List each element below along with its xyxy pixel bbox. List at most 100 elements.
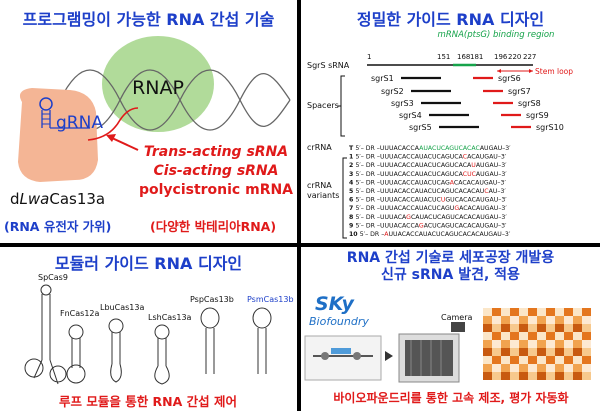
heatmap-cell bbox=[537, 340, 546, 348]
binding-region-label: mRNA(ptsG) binding region bbox=[438, 30, 555, 40]
heatmap-cell bbox=[582, 340, 591, 348]
heatmap-cell bbox=[510, 348, 519, 356]
heatmap-cell bbox=[564, 348, 573, 356]
name-pspcas13b: PspCas13b bbox=[190, 295, 234, 304]
sgrs-label: SgrS sRNA bbox=[307, 61, 350, 70]
q2-title: 정밀한 가이드 RNA 디자인 bbox=[356, 10, 545, 29]
vertical-divider bbox=[297, 0, 301, 411]
heatmap-cell bbox=[510, 324, 519, 332]
heatmap-cell bbox=[573, 364, 582, 372]
spacers-label: Spacers bbox=[307, 101, 339, 110]
heatmap-cell bbox=[519, 332, 528, 340]
q3-diagram: SpCas9 FnCas12a LbuCas13a LshCas13a PspC… bbox=[24, 273, 294, 409]
cis-label: Cis-acting sRNA bbox=[154, 163, 279, 179]
heatmap-cell bbox=[564, 324, 573, 332]
camera-label: Camera bbox=[441, 313, 472, 322]
spacer-sgrs9: sgrS9 bbox=[526, 111, 549, 120]
heatmap-cell bbox=[582, 372, 591, 380]
enzyme-label: dLwaCas13a bbox=[10, 190, 105, 208]
heatmap-cell bbox=[537, 324, 546, 332]
spacer-sgrs2: sgrS2 bbox=[381, 87, 404, 96]
heatmap-cell bbox=[546, 316, 555, 324]
seq-row-4: 4 5′– DR –UUUACACCAUACUCAGACACACAUGAU–3′ bbox=[349, 179, 506, 186]
heatmap-cell bbox=[555, 348, 564, 356]
heatmap-cell bbox=[510, 308, 519, 316]
structure-lbucas13a bbox=[108, 318, 124, 383]
heatmap-cell bbox=[555, 308, 564, 316]
heatmap-cell bbox=[510, 316, 519, 324]
logo-sky: SKy bbox=[315, 293, 355, 315]
heatmap-cell bbox=[555, 356, 564, 364]
heatmap-cell bbox=[537, 364, 546, 372]
heatmap-cell bbox=[537, 372, 546, 380]
crrna-label: crRNA bbox=[307, 143, 332, 152]
heatmap-cell bbox=[483, 324, 492, 332]
heatmap-cell bbox=[492, 364, 501, 372]
grna-label: gRNA bbox=[56, 113, 103, 133]
variants-label-1: crRNA bbox=[307, 181, 332, 190]
heatmap-cell bbox=[519, 340, 528, 348]
seq-row-9: 9 5′– DR –UUUACACCAGACUCAGUCACACAUGAU–3′ bbox=[349, 222, 507, 229]
heatmap-cell bbox=[537, 332, 546, 340]
heatmap-cell bbox=[546, 308, 555, 316]
heatmap-cell bbox=[564, 316, 573, 324]
q2-diagram: mRNA(ptsG) binding region SgrS sRNA 1 15… bbox=[307, 30, 573, 239]
heatmap-cell bbox=[528, 332, 537, 340]
q4-title-line-2: 신규 sRNA 발견, 적용 bbox=[381, 267, 520, 283]
seq-row-3: 3 5′– DR –UUUACACCAUACUCAGUCACUCAUGAU–3′ bbox=[349, 171, 507, 178]
heatmap-cell bbox=[573, 332, 582, 340]
name-fncas12a: FnCas12a bbox=[60, 309, 100, 318]
heatmap-cell bbox=[483, 356, 492, 364]
heatmap-cell bbox=[528, 324, 537, 332]
heatmap-cell bbox=[519, 372, 528, 380]
heatmap-cell bbox=[537, 316, 546, 324]
rnap-label: RNAP bbox=[132, 77, 184, 99]
dna-strand-2 bbox=[59, 69, 291, 131]
seq-row-T: T 5′– DR –UUUACACCAAUACUCAGUCACACAUGAU–3… bbox=[349, 145, 511, 152]
flow-arrow bbox=[385, 351, 393, 361]
heatmap-cell bbox=[519, 348, 528, 356]
seq-row-8: 8 5′– DR –UUUACAGCAUACUCAGUCACACAUGAU–3′ bbox=[349, 214, 507, 221]
name-lbucas13a: LbuCas13a bbox=[100, 303, 144, 312]
heatmap-cell bbox=[519, 308, 528, 316]
heatmap-cell bbox=[528, 372, 537, 380]
heatmap-cell bbox=[492, 340, 501, 348]
heatmap-cell bbox=[492, 332, 501, 340]
spacer-sgrs7: sgrS7 bbox=[508, 87, 531, 96]
heatmap-cell bbox=[564, 372, 573, 380]
heatmap-cell bbox=[510, 332, 519, 340]
heatmap-cell bbox=[564, 364, 573, 372]
heatmap-cell bbox=[483, 364, 492, 372]
heatmap-cell bbox=[555, 364, 564, 372]
spacer-sgrs1: sgrS1 bbox=[371, 74, 394, 83]
variants-label-2: variants bbox=[307, 191, 339, 200]
heatmap-cell bbox=[573, 308, 582, 316]
q3-title: 모듈러 가이드 RNA 디자인 bbox=[54, 254, 243, 273]
heatmap-cell bbox=[582, 364, 591, 372]
heatmap-cell bbox=[546, 364, 555, 372]
heatmap-cell bbox=[528, 340, 537, 348]
pos-151: 151 bbox=[437, 53, 450, 61]
poly-label: polycistronic mRNA bbox=[139, 182, 293, 198]
heatmap-cell bbox=[483, 332, 492, 340]
seq-row-10: 10 5′– DR –AUUACACCAUACUCAGUCACACAUGAU–3… bbox=[349, 231, 511, 238]
heatmap-cell bbox=[483, 308, 492, 316]
q3-caption: 루프 모듈을 통한 RNA 간섭 제어 bbox=[59, 394, 237, 409]
pos-1: 1 bbox=[367, 53, 371, 61]
trans-label: Trans-acting sRNA bbox=[144, 144, 288, 160]
heatmap-cell bbox=[492, 308, 501, 316]
structure-pspcas13b bbox=[200, 307, 220, 374]
srna-strand bbox=[87, 107, 139, 141]
heatmap-cell bbox=[564, 308, 573, 316]
q1-right-caption: (다양한 박테리아RNA) bbox=[150, 219, 276, 234]
heatmap-cell bbox=[528, 316, 537, 324]
heatmap-cell bbox=[501, 340, 510, 348]
seq-row-7: 7 5′– DR –UUUACACCAUACUCAGUGACACAUGAU–3′ bbox=[349, 205, 507, 212]
heatmap-cell bbox=[519, 324, 528, 332]
heatmap-cell bbox=[546, 348, 555, 356]
pos-227: 227 bbox=[523, 53, 536, 61]
structure-lshcas13a bbox=[154, 324, 170, 385]
rnap-blob bbox=[102, 36, 214, 132]
heatmap-cell bbox=[510, 340, 519, 348]
